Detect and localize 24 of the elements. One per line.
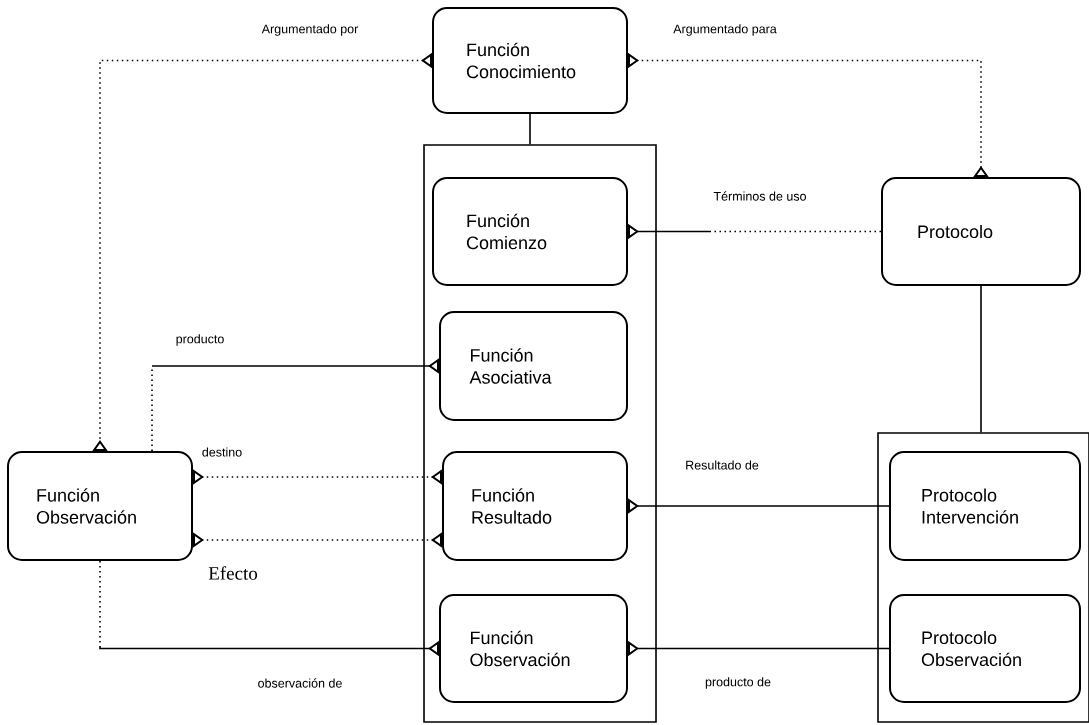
connector bbox=[193, 469, 442, 485]
edge-label: Resultado de bbox=[684, 459, 760, 471]
process-box: Función Observación bbox=[439, 594, 628, 703]
connector bbox=[980, 285, 982, 433]
edge-label: Argumentado para bbox=[672, 23, 778, 37]
edge-label: observación de bbox=[256, 677, 344, 689]
process-box: Protocolo Observación bbox=[889, 594, 1081, 703]
connector bbox=[151, 358, 439, 452]
edge-label: Términos de uso bbox=[712, 190, 808, 202]
connector bbox=[529, 113, 531, 145]
process-box: Protocolo bbox=[881, 177, 1081, 286]
container-box bbox=[423, 144, 657, 723]
process-box: Función Observación bbox=[7, 451, 193, 561]
process-box: Protocolo Intervención bbox=[889, 451, 1081, 561]
edge-label: destino bbox=[200, 446, 244, 458]
process-box: Función Asociativa bbox=[439, 311, 628, 421]
edge-label: producto bbox=[174, 333, 226, 347]
connector bbox=[193, 532, 442, 548]
process-box: Función Conocimiento bbox=[432, 7, 628, 114]
edge-label: Efecto bbox=[207, 565, 259, 581]
process-box: Función Comienzo bbox=[432, 177, 628, 286]
process-box: Función Resultado bbox=[442, 451, 628, 561]
edge-label: Argumentado por bbox=[260, 23, 360, 37]
edge-label: producto de bbox=[704, 676, 772, 690]
